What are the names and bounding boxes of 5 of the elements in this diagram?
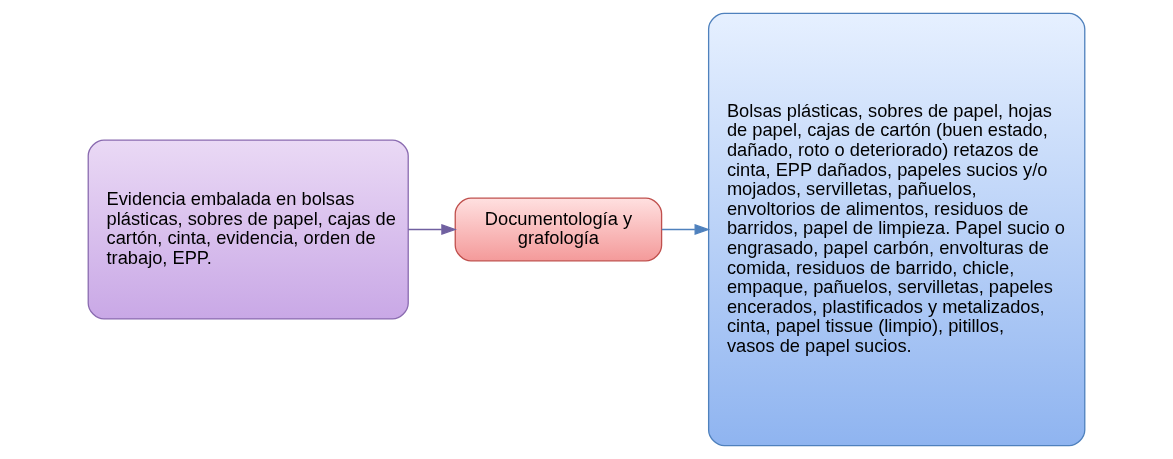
arrow [407, 224, 457, 235]
arrow [661, 224, 711, 235]
node-box: Documentología y grafología [454, 197, 663, 262]
node-box: Evidencia embalada en bolsas plásticas, sobres de papel, cajas de cartón, cinta, evidencia, orden de trabajo, EPP. [87, 139, 409, 320]
node-box: Bolsas plásticas, sobres de papel, hojas de papel, cajas de cartón (buen estado, dañado, roto o deteriorado) retazos de cinta, EPP dañados, papeles sucios y/o mojados, servilletas, pañuelos, envoltorios de alimentos, residuos de barridos, papel de limpieza. Papel sucio o engrasado, papel carbón, envolturas de comida, residuos de barrido, chicle, empaque, pañuelos, servilletas, papeles encerados, plastificados y metalizados, cinta, papel tissue (limpio), pitillos, vasos de papel sucios. [707, 12, 1086, 447]
